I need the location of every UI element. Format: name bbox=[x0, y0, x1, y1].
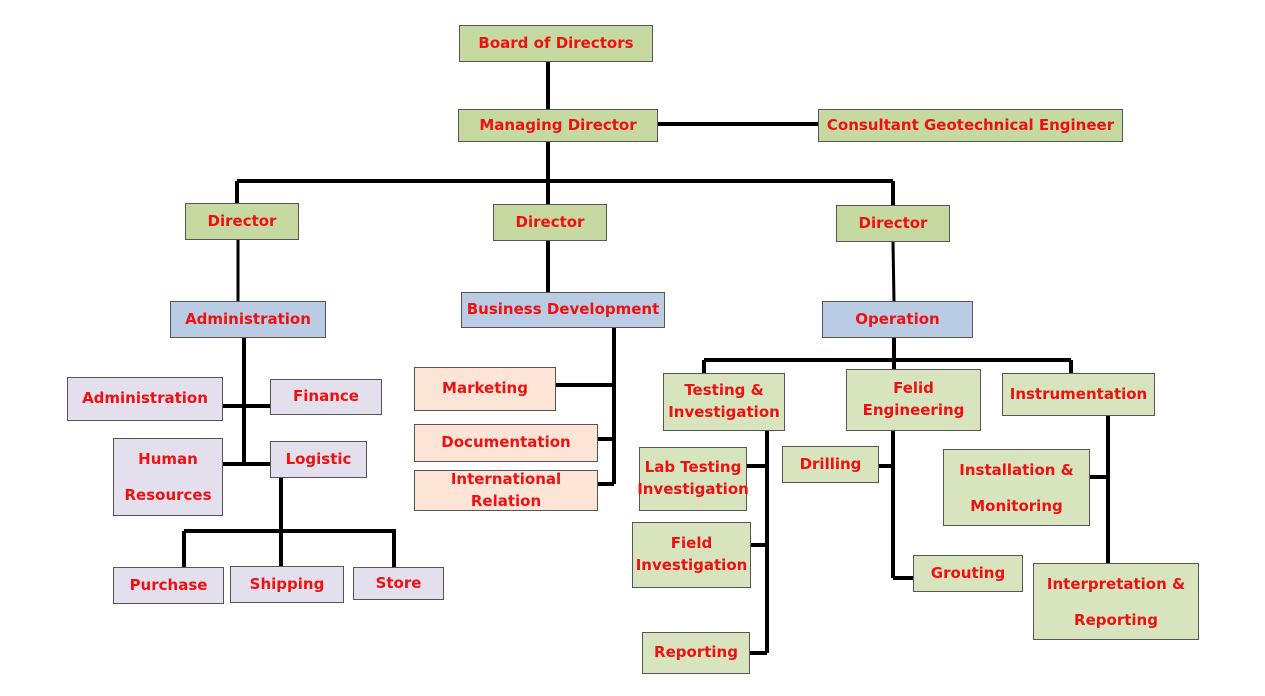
business-development-box: Business Development bbox=[461, 292, 665, 328]
grouting-box: Grouting bbox=[913, 555, 1023, 592]
felid-engineering-box: Felid Engineering bbox=[846, 369, 981, 431]
director-right-box: Director bbox=[836, 205, 950, 242]
documentation-box: Documentation bbox=[414, 424, 598, 462]
director-left-box: Director bbox=[185, 203, 299, 240]
lab-testing-box: Lab Testing Investigation bbox=[637, 447, 749, 511]
logistic-box: Logistic bbox=[270, 441, 367, 478]
administration-department-box: Administration bbox=[170, 301, 326, 338]
instrumentation-box: Instrumentation bbox=[1002, 373, 1155, 416]
international-relation-box: International Relation bbox=[414, 470, 598, 511]
human-resources-box: Human Resources bbox=[113, 438, 223, 516]
drilling-box: Drilling bbox=[782, 446, 879, 483]
interpretation-reporting-box: Interpretation & Reporting bbox=[1033, 563, 1199, 640]
field-investigation-box: Field Investigation bbox=[632, 522, 751, 588]
shipping-box: Shipping bbox=[230, 566, 344, 603]
store-box: Store bbox=[353, 567, 444, 600]
installation-monitoring-box: Installation & Monitoring bbox=[943, 449, 1090, 526]
finance-box: Finance bbox=[270, 379, 382, 415]
administration-unit-box: Administration bbox=[67, 377, 223, 421]
managing-director-box: Managing Director bbox=[458, 109, 658, 142]
connector-line bbox=[891, 241, 896, 303]
marketing-box: Marketing bbox=[414, 367, 556, 411]
director-middle-box: Director bbox=[493, 204, 607, 241]
testing-investigation-box: Testing & Investigation bbox=[663, 373, 785, 431]
purchase-box: Purchase bbox=[113, 567, 224, 604]
board-of-directors-box: Board of Directors bbox=[459, 25, 653, 62]
consultant-box: Consultant Geotechnical Engineer bbox=[818, 109, 1123, 142]
reporting-box: Reporting bbox=[642, 632, 750, 674]
operation-box: Operation bbox=[822, 301, 973, 338]
